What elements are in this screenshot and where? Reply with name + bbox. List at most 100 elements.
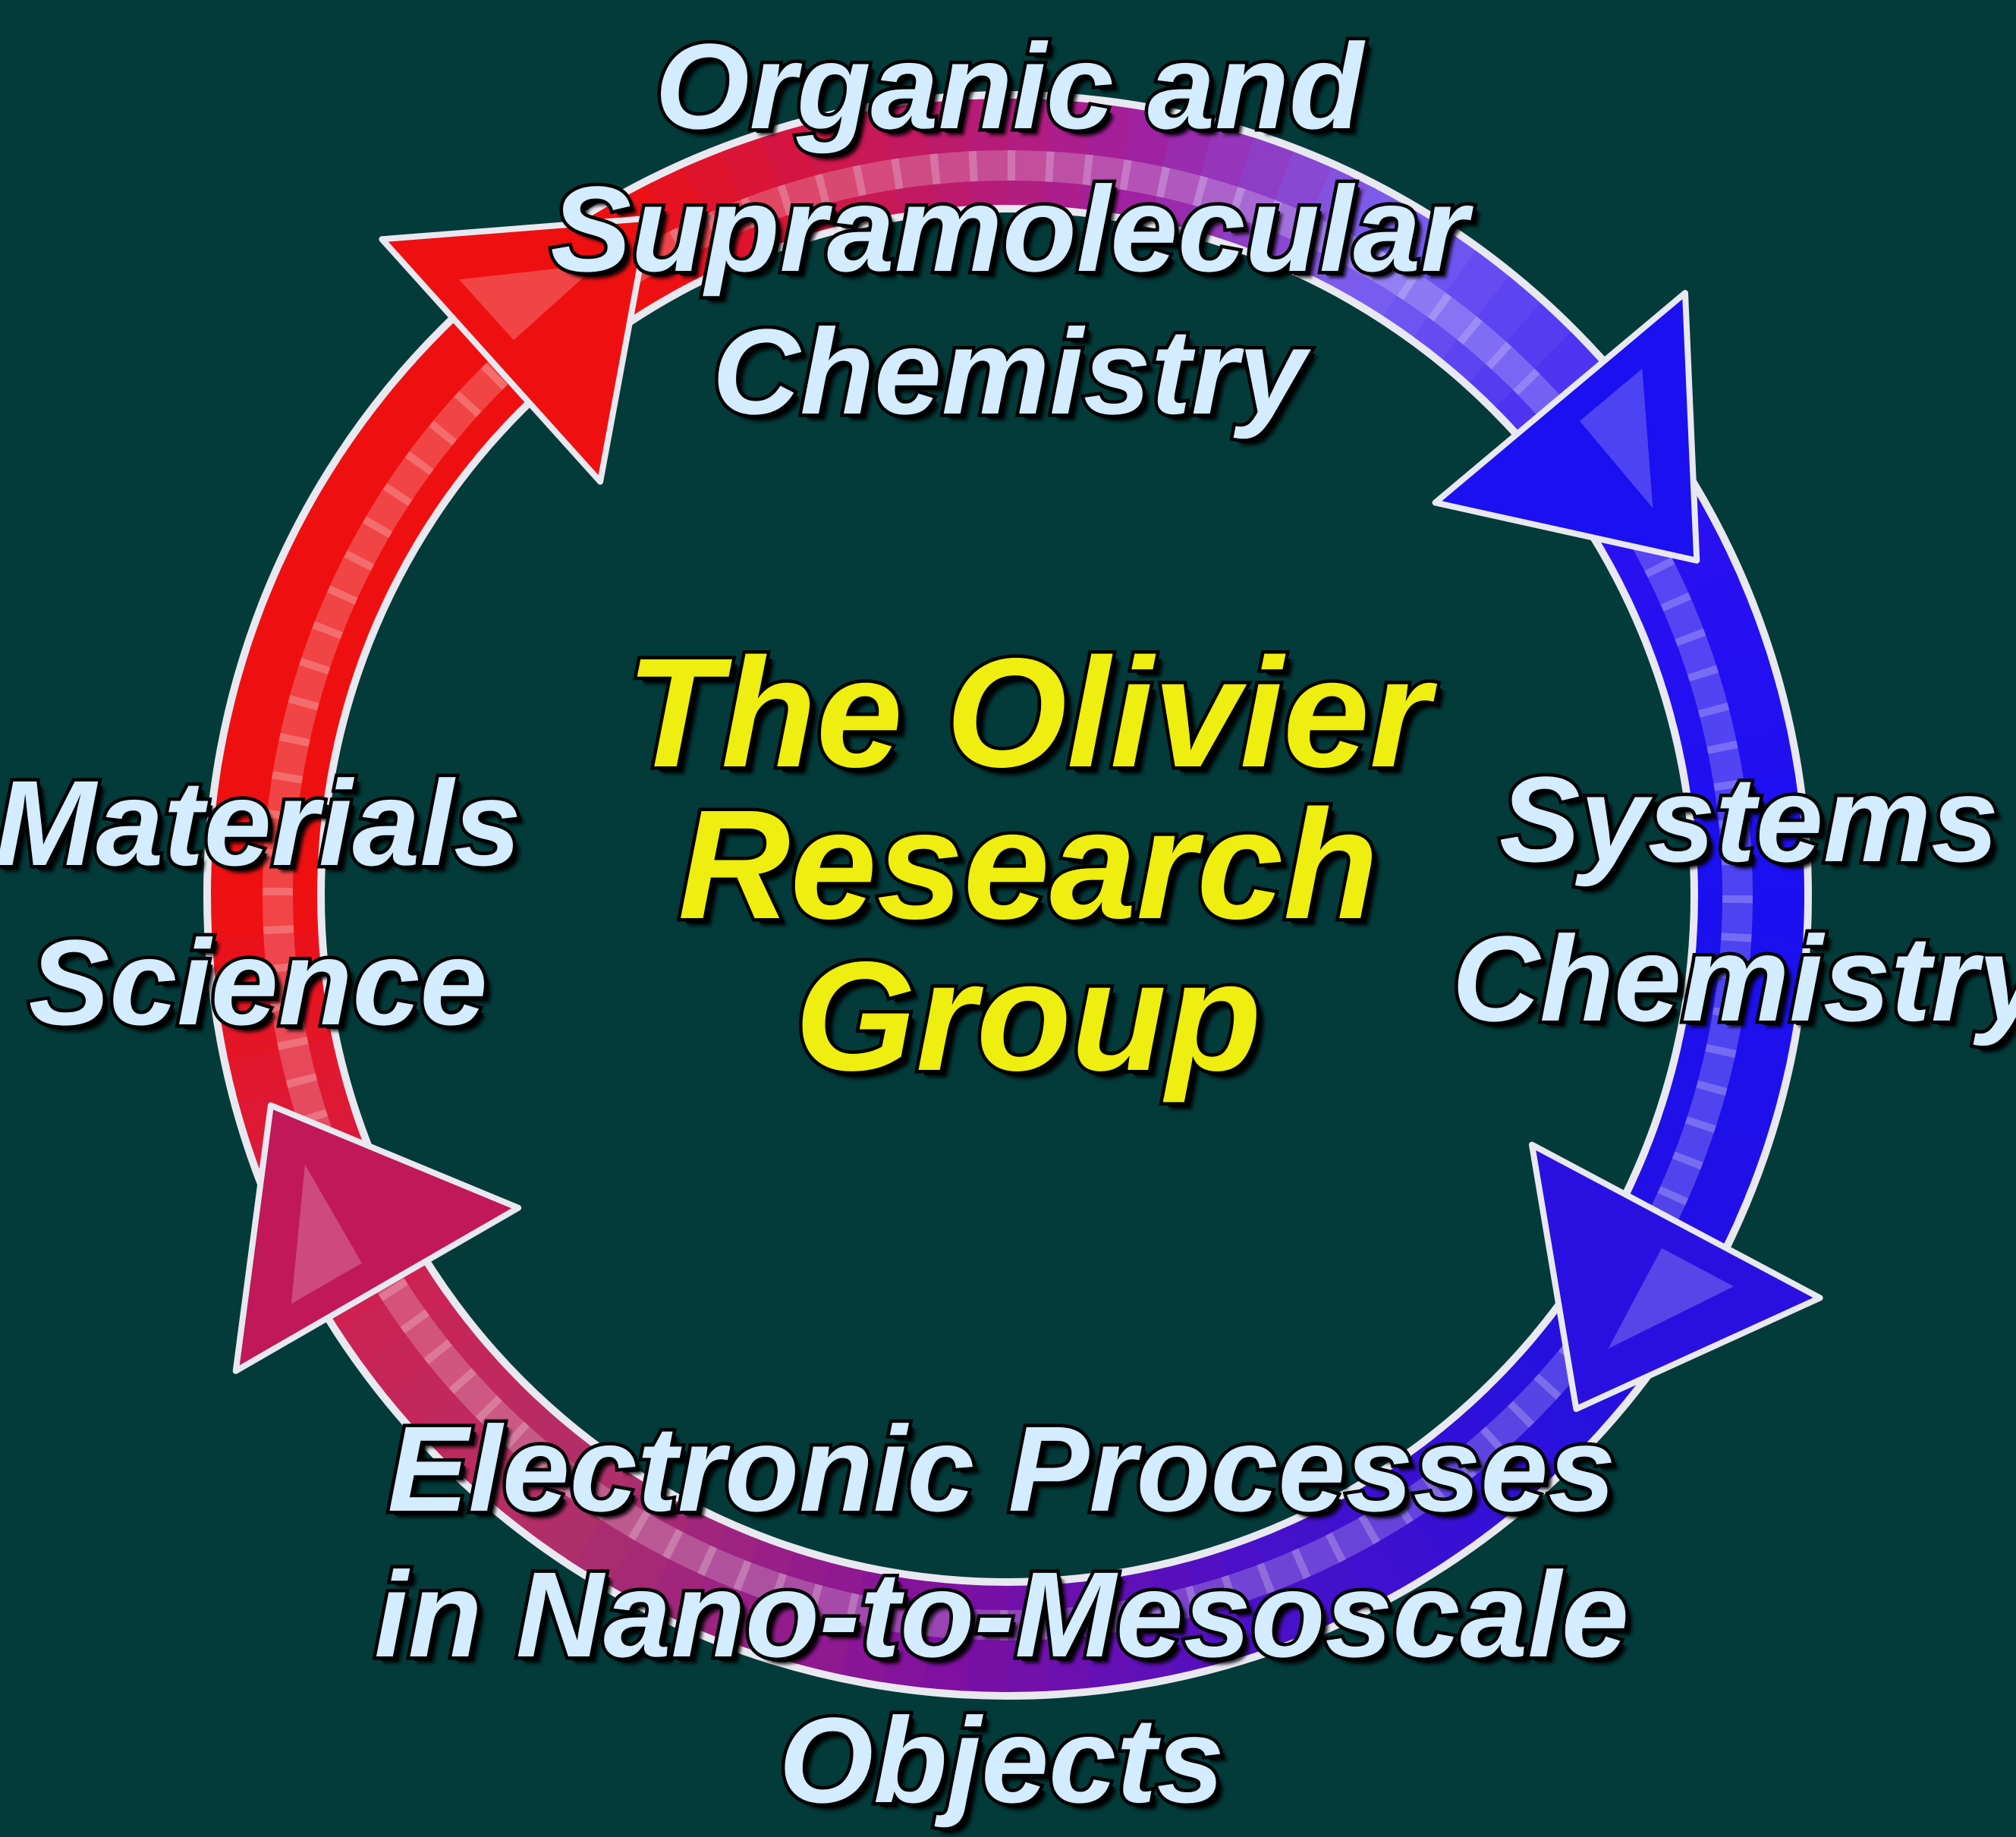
ring-highlight <box>1390 1474 1446 1525</box>
ring-highlight <box>362 483 413 539</box>
label-top-line-2: Supramolecular <box>547 158 1471 300</box>
arrowhead-icon <box>1528 1141 1823 1412</box>
label-bottom-line-2: in Nano-to-Mesoscale <box>371 1543 1633 1686</box>
ring-highlight <box>326 550 375 605</box>
ring-highlight <box>1007 150 1055 182</box>
ring-highlight <box>277 1036 318 1089</box>
arrowhead-shine <box>291 1164 362 1304</box>
ring-highlight <box>448 1367 502 1423</box>
ring-highlight <box>1192 175 1246 219</box>
ring-highlight <box>1508 1373 1562 1428</box>
ring-highlight <box>662 1528 717 1577</box>
ring-highlight <box>961 1609 1008 1640</box>
label-systems-chemistry: Systems Chemistry <box>1426 740 2016 1058</box>
ring-highlight <box>1712 970 1749 1020</box>
ring-highlight <box>1713 779 1750 829</box>
ring-highlight <box>968 150 1016 182</box>
ring-highlight <box>423 1339 477 1395</box>
center-title-line-3: Group <box>791 930 1265 1103</box>
ring-highlight <box>704 197 759 243</box>
ring-highlight <box>628 1510 684 1559</box>
ring-highlight <box>1396 270 1452 322</box>
label-top-line-1: Organic and <box>652 15 1367 158</box>
ring-highlight <box>1706 740 1745 791</box>
label-right-line-1: Systems <box>1495 748 2002 891</box>
ring-highlight <box>1644 557 1692 612</box>
ring-highlight <box>1721 895 1753 942</box>
ring-highlight <box>1721 856 1753 904</box>
ring-highlight <box>1221 1562 1275 1607</box>
ring-highlight <box>1486 341 1540 395</box>
ring-highlight <box>1298 214 1353 263</box>
ring-highlight <box>428 391 482 446</box>
ring-highlight <box>1421 1451 1477 1503</box>
ring-highlight <box>844 1593 896 1631</box>
ring-highlight <box>1457 316 1512 370</box>
arrowhead-icon <box>379 215 653 485</box>
ring-highlight <box>1672 1115 1716 1170</box>
ring-highlight <box>1119 159 1171 198</box>
ring-highlight <box>922 1605 970 1640</box>
ring-highlight <box>1045 151 1093 186</box>
ring-highlight <box>378 1278 429 1334</box>
ring-highlight <box>1697 702 1738 754</box>
ring-highlight <box>1074 1601 1124 1637</box>
ring-highlight <box>595 1490 651 1541</box>
ring-highlight <box>777 173 830 216</box>
label-bottom-line-3: Objects <box>775 1689 1228 1832</box>
ring-highlight <box>1256 1548 1311 1594</box>
ring-highlight <box>1480 1401 1535 1455</box>
ring-highlight <box>278 694 319 747</box>
arrowhead-shine <box>459 263 599 341</box>
label-left-line-2: Science <box>25 911 491 1054</box>
ring-highlight <box>1291 1532 1346 1580</box>
center-title: The Olivier Research Group <box>516 632 1540 1103</box>
ring-highlight <box>929 150 978 185</box>
ring-highlight <box>1112 1594 1163 1633</box>
ring-highlight <box>1427 292 1483 345</box>
ring-highlight <box>404 420 458 476</box>
label-right-line-2: Chemistry <box>1448 907 2016 1050</box>
label-electronic-processes: Electronic Processes in Nano-to-Mesoscal… <box>326 1396 1677 1833</box>
ring-highlight <box>1156 166 1209 207</box>
ring-segment <box>211 887 319 937</box>
ring-highlight <box>852 158 904 197</box>
ring-highlight <box>891 153 941 190</box>
ring-highlight <box>1185 1574 1238 1618</box>
ring-highlight <box>807 1584 860 1625</box>
arrowhead-icon <box>232 1102 522 1374</box>
label-bottom-line-1: Electronic Processes <box>384 1398 1619 1540</box>
arrowhead-shine <box>1608 1247 1734 1349</box>
label-left-line-1: Materials <box>0 752 524 895</box>
ring-highlight <box>733 1559 788 1604</box>
ring-highlight <box>1263 200 1318 246</box>
ring-highlight <box>299 621 344 675</box>
ring-highlight <box>475 1395 530 1449</box>
label-top-line-3: Chemistry <box>709 300 1310 443</box>
ring-highlight <box>1696 1043 1737 1096</box>
ring-highlight <box>563 1469 619 1521</box>
ring-highlight <box>1718 817 1753 866</box>
ring-highlight <box>1451 1426 1507 1480</box>
ring-highlight <box>344 516 393 571</box>
ring-highlight <box>266 962 302 1012</box>
ring-highlight <box>400 1309 452 1364</box>
ring-highlight <box>1325 1514 1380 1563</box>
ring-highlight <box>697 1545 752 1591</box>
ring-highlight <box>1684 1080 1728 1134</box>
ring-highlight <box>272 732 310 784</box>
ring-highlight <box>288 657 331 711</box>
ring-highlight <box>1332 231 1387 281</box>
center-title-line-2: Research <box>675 778 1382 952</box>
ring-highlight <box>263 810 298 858</box>
ring-highlight <box>312 585 358 640</box>
ring-highlight <box>382 451 434 507</box>
ring-highlight <box>454 363 508 417</box>
ring-highlight <box>1149 1585 1201 1626</box>
ring-highlight <box>263 848 294 896</box>
ring-highlight <box>669 211 724 259</box>
ring-highlight <box>1037 1606 1086 1640</box>
label-materials-science: Materials Science <box>0 744 539 1062</box>
